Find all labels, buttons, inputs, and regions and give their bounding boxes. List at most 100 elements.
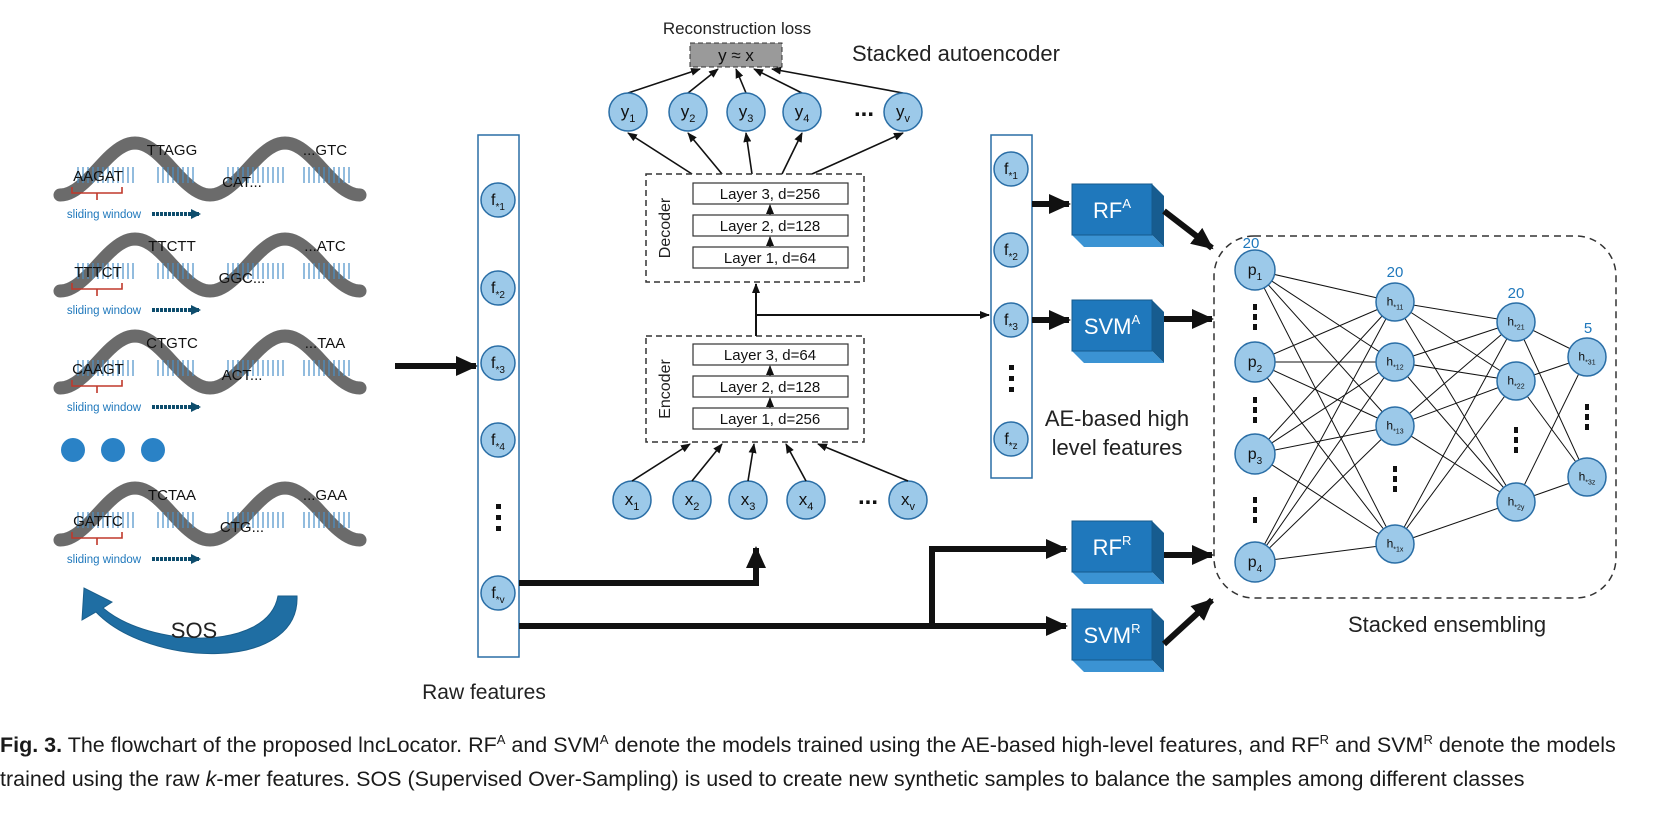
sliding-window-label: sliding window — [67, 402, 142, 414]
mid-kmer: CTGTC — [146, 335, 198, 352]
sliding-window-label: sliding window — [67, 209, 142, 221]
decoder-to-output-arrow — [781, 132, 803, 175]
caption-text: The flowchart of the proposed lncLocator… — [62, 733, 497, 757]
ensemble-box — [1213, 235, 1617, 599]
layer-count: 5 — [1584, 320, 1592, 337]
ensemble-p-node: p4 — [1234, 541, 1276, 583]
layer-label: Layer 1, d=256 — [720, 411, 821, 428]
network-edge — [1254, 301, 1396, 363]
ae-output-node: y1 — [608, 92, 648, 132]
vertical-ellipsis-icon — [1253, 304, 1257, 330]
model-face — [1071, 183, 1153, 236]
node-label: y3 — [739, 102, 754, 125]
encoder-box — [645, 335, 865, 443]
vertical-ellipsis-icon — [1009, 365, 1014, 392]
input-to-encoder-arrow — [747, 443, 757, 482]
dna-strand — [53, 136, 367, 202]
horizontal-ellipsis-icon: ... — [854, 95, 874, 122]
ae-input-node: x3 — [728, 480, 768, 520]
network-edge — [1515, 356, 1588, 503]
network-edge — [1394, 301, 1517, 503]
node-circle — [1234, 341, 1276, 383]
ensemble-p-node: p1 — [1234, 249, 1276, 291]
ae-features-column: f*1f*2f*3f*z AE-based high level feature… — [990, 134, 1189, 479]
ensemble-h3-node: h*31 — [1567, 337, 1607, 377]
node-label: yv — [896, 102, 911, 125]
loss-arrow — [771, 66, 904, 94]
model-side — [1152, 521, 1164, 584]
node-label: y1 — [621, 102, 636, 125]
model-label: SVMR — [1083, 621, 1140, 648]
network-edge — [1254, 361, 1396, 427]
vertical-ellipsis-icon — [1393, 466, 1397, 492]
arrow-raw-to-encoder — [519, 546, 766, 586]
node-label: y2 — [681, 102, 696, 125]
caption-italic: k — [205, 767, 217, 791]
layer-label: Layer 3, d=64 — [724, 347, 816, 364]
node-label: h*1x — [1387, 537, 1404, 554]
model-bottom — [1072, 235, 1164, 247]
network-edge — [1515, 321, 1588, 478]
node-circle — [1375, 406, 1415, 446]
caption-sup: R — [1423, 731, 1433, 747]
mid-kmer: TTCTT — [148, 238, 195, 255]
raw-feature-node: f*1 — [480, 182, 516, 218]
caption-text: -mer features. SOS (Supervised Over-Samp… — [216, 767, 1525, 791]
loss-arrow — [687, 68, 719, 94]
node-circle — [1234, 541, 1276, 583]
node-circle — [1567, 457, 1607, 497]
layer-count: 20 — [1387, 264, 1404, 281]
ae-output-node: y2 — [668, 92, 708, 132]
model-block-svm-a: SVMA — [1071, 299, 1164, 363]
caption-text: and SVM — [505, 733, 600, 757]
model-block-svm-r: SVMR — [1071, 608, 1164, 672]
node-label: f*3 — [491, 355, 505, 376]
layer-count: 20 — [1243, 235, 1260, 252]
loss-formula: y ≈ x — [718, 46, 754, 65]
node-label: h*22 — [1507, 374, 1524, 391]
ensemble-h3-node: h*3z — [1567, 457, 1607, 497]
node-label: h*2y — [1508, 495, 1525, 512]
model-side — [1152, 300, 1164, 363]
node-label: f*1 — [491, 192, 505, 213]
figure-caption: Fig. 3. The flowchart of the proposed ln… — [0, 728, 1680, 796]
node-label: p2 — [1248, 354, 1263, 375]
network-edge — [1254, 269, 1396, 545]
network-edge — [1394, 425, 1517, 503]
network-edge — [1394, 321, 1517, 427]
ae-output-node: yv — [883, 92, 923, 132]
node-circle — [1496, 482, 1536, 522]
ensemble-h2-node: h*22 — [1496, 361, 1536, 401]
ae-input-node: x4 — [786, 480, 826, 520]
sos-label: SOS — [171, 618, 217, 643]
mid-bottom-kmer: GGC... — [219, 270, 266, 287]
arrow-svm-r-to-ensemble — [1161, 597, 1215, 647]
model-side — [1152, 184, 1164, 247]
node-label: x3 — [741, 490, 756, 513]
model-face — [1071, 608, 1153, 661]
node-circle — [1567, 337, 1607, 377]
node-label: p3 — [1248, 446, 1263, 467]
reconstruction-loss-label: Reconstruction loss — [663, 19, 811, 38]
node-label: x4 — [799, 490, 814, 513]
model-bottom — [1072, 351, 1164, 363]
network-edge — [1254, 361, 1396, 545]
model-block-rf-a: RFA — [1071, 183, 1164, 247]
dna-strand — [53, 329, 367, 395]
mid-kmer: TTAGG — [147, 142, 198, 159]
dot-icon — [101, 438, 125, 462]
node-label: f*2 — [1004, 242, 1018, 263]
dna-strand — [53, 232, 367, 298]
ae-features-box — [990, 134, 1033, 479]
network-edge — [1394, 380, 1517, 545]
node-circle — [993, 151, 1029, 187]
network-edge — [1394, 321, 1517, 545]
decoder-box — [645, 173, 865, 283]
layer-label: Layer 2, d=128 — [720, 218, 821, 235]
raw-feature-node: f*4 — [480, 422, 516, 458]
sliding-window-label: sliding window — [67, 554, 142, 566]
left-kmer: CAAGT — [72, 361, 124, 378]
caption-lead: Fig. 3. — [0, 733, 63, 757]
